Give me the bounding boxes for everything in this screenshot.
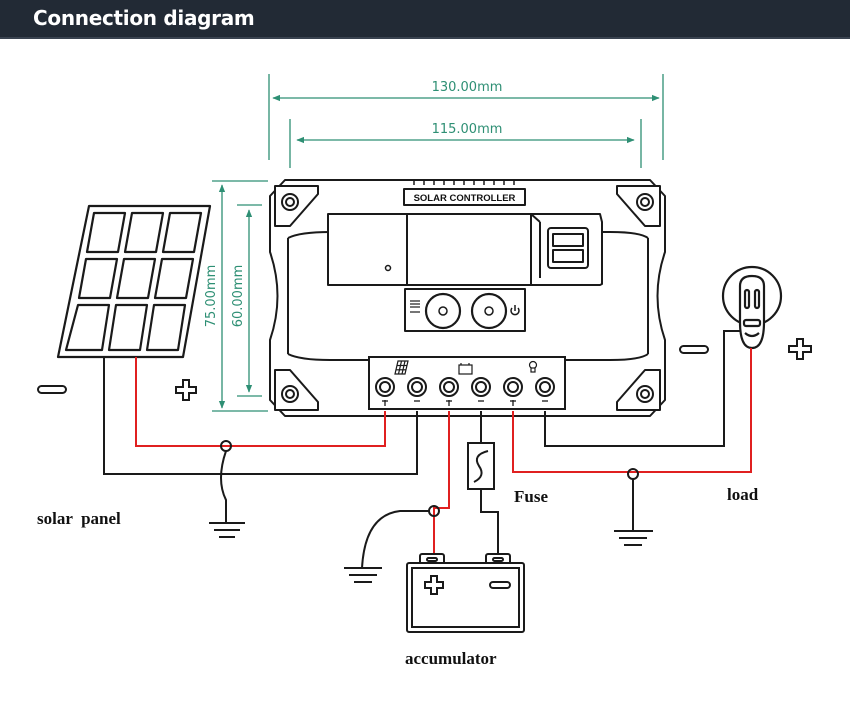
accumulator-label: accumulator bbox=[405, 649, 497, 668]
battery-minus-sign bbox=[489, 581, 511, 589]
menu-button[interactable] bbox=[410, 292, 462, 330]
power-button[interactable] bbox=[470, 292, 520, 330]
dim-outer-height-label: 75.00mm bbox=[204, 265, 219, 328]
load-label: load bbox=[727, 485, 759, 504]
terminal-battery-positive[interactable] bbox=[439, 377, 459, 406]
vent-slots bbox=[413, 180, 515, 185]
nameplate-text: SOLAR CONTROLLER bbox=[414, 193, 516, 204]
ground-load bbox=[614, 468, 653, 546]
wire-battery-negative-bottom bbox=[480, 488, 499, 558]
fuse-label: Fuse bbox=[514, 487, 548, 506]
solar-panel-icon bbox=[394, 360, 409, 375]
terminal-load-negative[interactable] bbox=[535, 377, 555, 402]
dim-inner-height-label: 60.00mm bbox=[231, 265, 246, 328]
battery-icon bbox=[458, 363, 473, 375]
nameplate-box bbox=[403, 188, 526, 206]
menu-icon bbox=[410, 300, 420, 313]
terminal-load-positive[interactable] bbox=[503, 377, 523, 406]
ground-solar bbox=[209, 440, 245, 538]
dim-inner-width-label: 115.00mm bbox=[432, 122, 503, 137]
terminal-battery-negative[interactable] bbox=[471, 377, 491, 402]
dimension-lines bbox=[212, 74, 664, 412]
solar-panel bbox=[56, 204, 212, 359]
connection-diagram: 130.00mm 115.00mm 75.00mm 60.00mm bbox=[37, 74, 812, 668]
solar-minus-sign bbox=[37, 385, 67, 394]
solar-plus-sign bbox=[175, 379, 197, 401]
ground-battery bbox=[344, 505, 440, 583]
page-title: Connection diagram bbox=[33, 6, 255, 30]
terminal-solar-negative[interactable] bbox=[407, 377, 427, 402]
wire-load-negative bbox=[544, 330, 740, 447]
bulb-icon-small bbox=[528, 360, 538, 373]
terminal-block bbox=[368, 356, 566, 410]
accumulator bbox=[406, 553, 525, 633]
wire-load-positive bbox=[512, 348, 752, 473]
load-plus-sign bbox=[788, 338, 812, 360]
terminal-solar-positive[interactable] bbox=[375, 377, 395, 406]
display-panel bbox=[327, 213, 603, 286]
wire-battery-positive bbox=[433, 411, 450, 558]
load-minus-sign bbox=[679, 345, 709, 354]
battery-plus-sign bbox=[424, 575, 444, 595]
fuse bbox=[467, 442, 495, 490]
header-bar: Connection diagram bbox=[0, 0, 850, 39]
indicator-led bbox=[384, 264, 392, 272]
dim-outer-width-label: 130.00mm bbox=[432, 80, 503, 95]
wires bbox=[103, 330, 752, 558]
wire-solar-negative bbox=[103, 357, 418, 475]
wire-solar-positive bbox=[135, 357, 386, 447]
load-bulb bbox=[721, 265, 783, 350]
power-icon bbox=[510, 305, 520, 316]
solar-panel-label: solar panel bbox=[37, 509, 121, 528]
